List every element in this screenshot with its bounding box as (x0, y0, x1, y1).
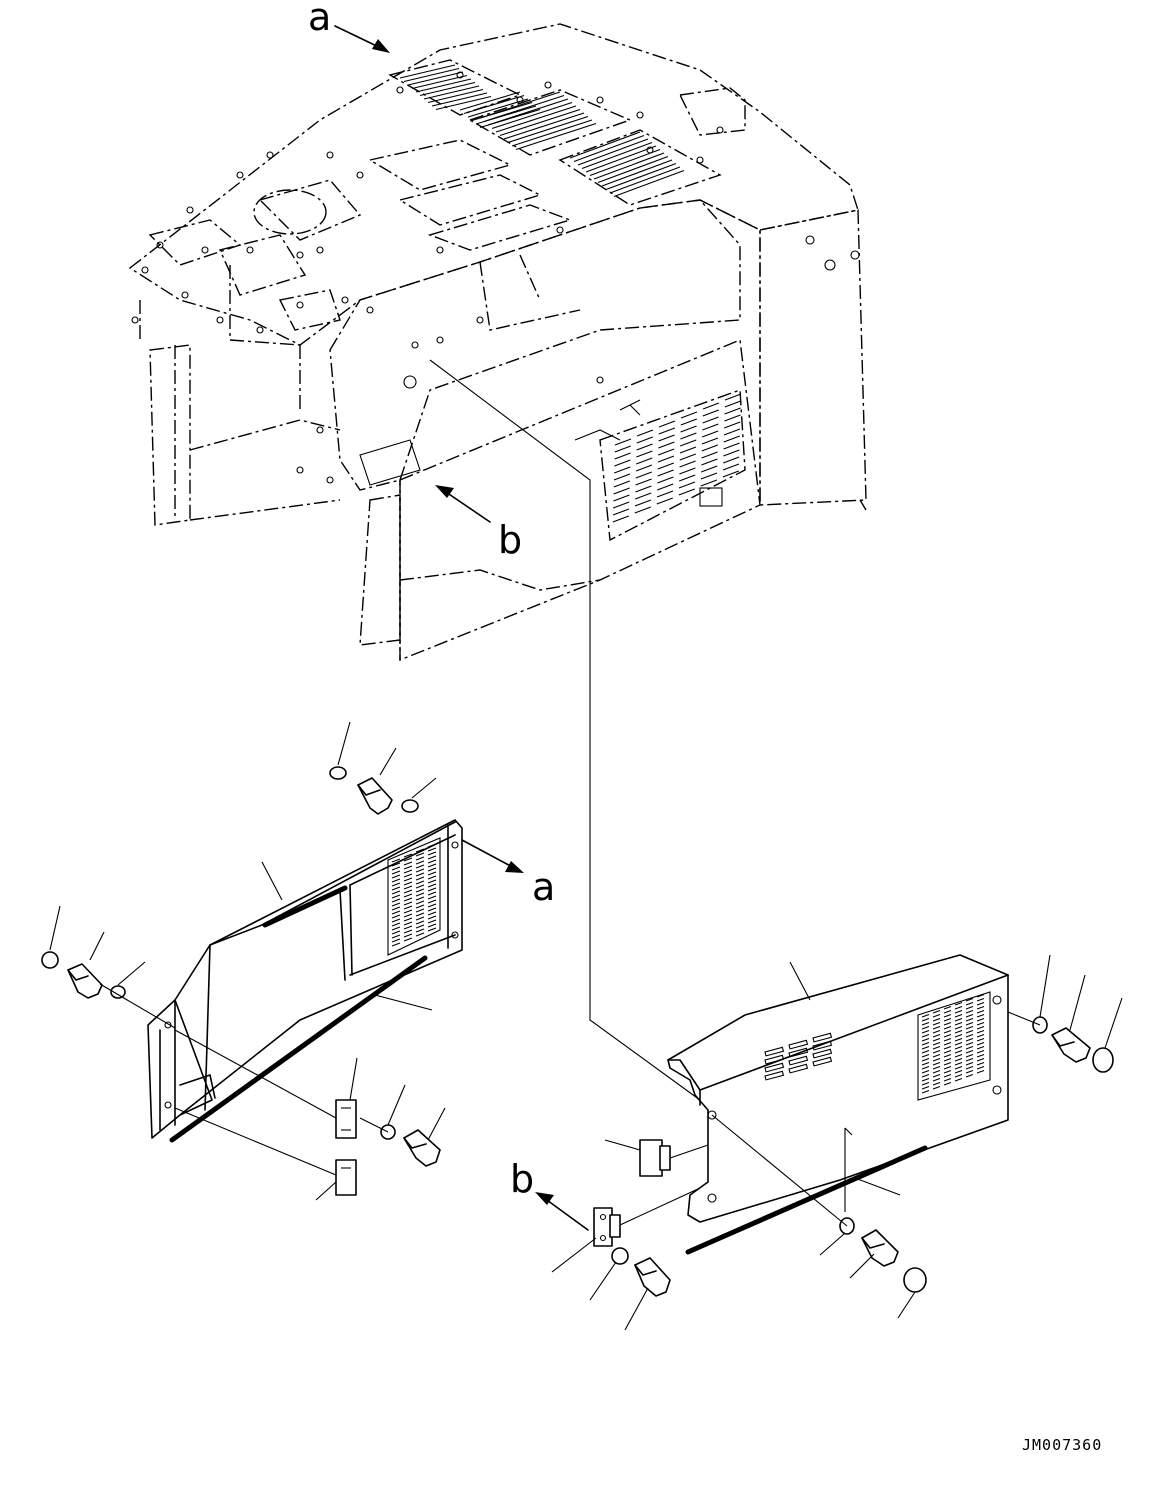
label-b-panel: b (510, 1157, 534, 1201)
ref-arrow-a-panel (461, 839, 524, 873)
leader-right-cover (789, 961, 811, 1001)
right-panel-fasteners (551, 954, 1123, 1331)
right-side-cover (667, 954, 1009, 1223)
ref-arrow-b-panel (535, 1192, 589, 1231)
ref-arrow-b-top (435, 485, 491, 523)
alignment-line-right (429, 359, 701, 1101)
leader-right-seal (854, 1177, 901, 1196)
label-b-top: b (498, 518, 522, 562)
left-door-fasteners (41, 721, 446, 1201)
left-door-panel (147, 819, 463, 1139)
right-seal-strip (685, 1145, 928, 1255)
label-a-panel: a (532, 865, 555, 909)
ref-arrow-a-top (334, 25, 390, 53)
drawing-code: JM007360 (1022, 1436, 1102, 1454)
label-a-top: a (308, 0, 331, 39)
engine-hood-assembly (128, 23, 867, 662)
left-seal-strip (169, 955, 428, 1143)
leader-left-door (261, 861, 283, 901)
leader-left-seal (374, 994, 433, 1011)
